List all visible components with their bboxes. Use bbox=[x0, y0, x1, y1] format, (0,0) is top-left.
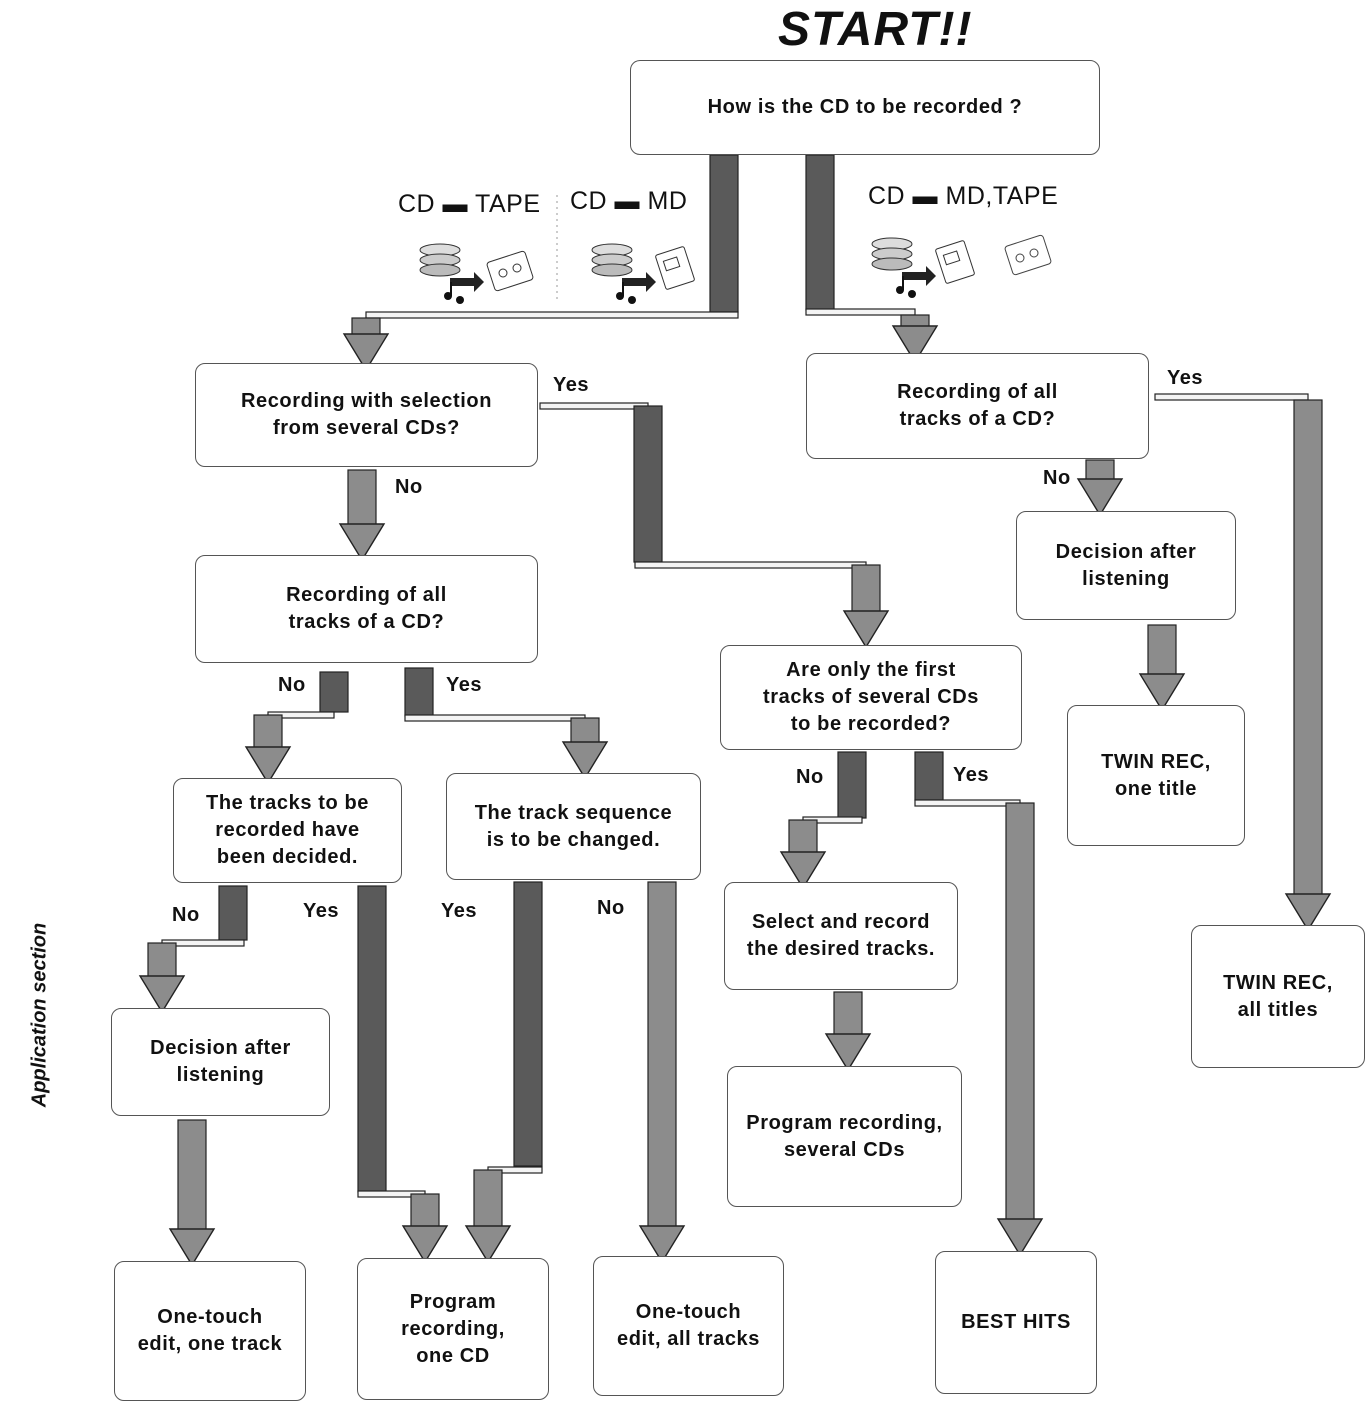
twin-rec-all-titles-box: TWIN REC, all titles bbox=[1191, 925, 1365, 1068]
cd-to-md-icon bbox=[591, 243, 695, 304]
arrow-no-selection bbox=[338, 469, 386, 562]
no-label-right-all-tracks: No bbox=[1043, 467, 1071, 489]
yes-label-sequence: Yes bbox=[441, 900, 477, 922]
arrow-yes-first-tracks bbox=[996, 802, 1044, 1257]
yes-all-shaft bbox=[404, 667, 434, 717]
yes-first-connector bbox=[914, 799, 1021, 807]
yes-first-shaft bbox=[914, 751, 944, 801]
route-cd-tape-label: CD ▬ TAPE bbox=[398, 190, 541, 218]
arrow-yes-decided bbox=[401, 1193, 449, 1264]
no-label-first-tracks: No bbox=[796, 766, 824, 788]
arrow-to-right-all-tracks bbox=[891, 314, 939, 364]
arrow-yes-selection bbox=[842, 564, 890, 649]
one-touch-edit-one-track-box: One-touch edit, one track bbox=[114, 1261, 306, 1401]
start-question-box: How is the CD to be recorded ? bbox=[630, 60, 1100, 155]
twin-rec-one-title-box: TWIN REC, one title bbox=[1067, 705, 1245, 846]
one-touch-edit-all-tracks-box: One-touch edit, all tracks bbox=[593, 1256, 784, 1396]
arrow-no-right-all-tracks bbox=[1076, 459, 1124, 517]
all-tracks-left-question-box: Recording of all tracks of a CD? bbox=[195, 555, 538, 663]
cd-to-md-tape-icon bbox=[871, 237, 975, 298]
arrow-yes-all-tracks bbox=[561, 717, 609, 780]
yes-all-connector bbox=[404, 714, 586, 722]
cd-to-tape-icon bbox=[419, 243, 534, 304]
no-all-shaft bbox=[319, 671, 349, 713]
decision-after-listening-right-box: Decision after listening bbox=[1016, 511, 1236, 620]
route-cd-md-label: CD ▬ MD bbox=[570, 187, 688, 215]
no-label-sequence: No bbox=[597, 897, 625, 919]
no-label-selection: No bbox=[395, 476, 423, 498]
no-label-tracks-decided: No bbox=[172, 904, 200, 926]
arrow-no-first-tracks bbox=[779, 819, 827, 890]
start-left-connector bbox=[365, 311, 739, 319]
arrow-decision-right bbox=[1138, 624, 1186, 712]
yes-seq-shaft bbox=[513, 881, 543, 1167]
arrow-yes-sequence bbox=[464, 1169, 512, 1264]
yes-label-selection: Yes bbox=[553, 374, 589, 396]
application-section-label: Application section bbox=[28, 922, 51, 1108]
arrow-to-selection-question bbox=[342, 317, 390, 372]
yes-right-connector bbox=[1154, 393, 1309, 401]
yes-label-right-all-tracks: Yes bbox=[1167, 367, 1203, 389]
yes-selection-connector bbox=[539, 402, 649, 410]
decision-after-listening-left-box: Decision after listening bbox=[111, 1008, 330, 1116]
selection-several-cds-question-box: Recording with selection from several CD… bbox=[195, 363, 538, 467]
start-left-shaft bbox=[709, 154, 739, 313]
yes-label-tracks-decided: Yes bbox=[303, 900, 339, 922]
yes-label-first-tracks: Yes bbox=[953, 764, 989, 786]
all-tracks-right-question-box: Recording of all tracks of a CD? bbox=[806, 353, 1149, 459]
yes-selection-shaft bbox=[633, 405, 663, 563]
start-right-connector bbox=[805, 308, 916, 316]
yes-selection-horizontal bbox=[634, 561, 867, 569]
first-tracks-question-box: Are only the first tracks of several CDs… bbox=[720, 645, 1022, 750]
tracks-decided-box: The tracks to be recorded have been deci… bbox=[173, 778, 402, 883]
arrow-no-all-tracks bbox=[244, 714, 292, 785]
program-recording-several-cds-box: Program recording, several CDs bbox=[727, 1066, 962, 1207]
program-recording-one-cd-box: Program recording, one CD bbox=[357, 1258, 549, 1400]
track-sequence-changed-box: The track sequence is to be changed. bbox=[446, 773, 701, 880]
arrow-select-to-program bbox=[824, 991, 872, 1072]
arrow-yes-right-all-tracks bbox=[1284, 399, 1332, 932]
cassette-tape-icon bbox=[1004, 234, 1052, 276]
best-hits-box: BEST HITS bbox=[935, 1251, 1097, 1394]
arrow-decision-left bbox=[168, 1119, 216, 1267]
arrow-no-sequence bbox=[638, 881, 686, 1264]
no-decided-shaft bbox=[218, 885, 248, 941]
start-right-shaft bbox=[805, 154, 835, 311]
yes-decided-shaft bbox=[357, 885, 387, 1193]
no-first-shaft bbox=[837, 751, 867, 819]
no-label-left-all-tracks: No bbox=[278, 674, 306, 696]
arrow-no-decided bbox=[138, 942, 186, 1014]
route-cd-md-tape-label: CD ▬ MD,TAPE bbox=[868, 182, 1059, 210]
start-title: START!! bbox=[778, 3, 973, 56]
select-record-desired-box: Select and record the desired tracks. bbox=[724, 882, 958, 990]
yes-label-left-all-tracks: Yes bbox=[446, 674, 482, 696]
